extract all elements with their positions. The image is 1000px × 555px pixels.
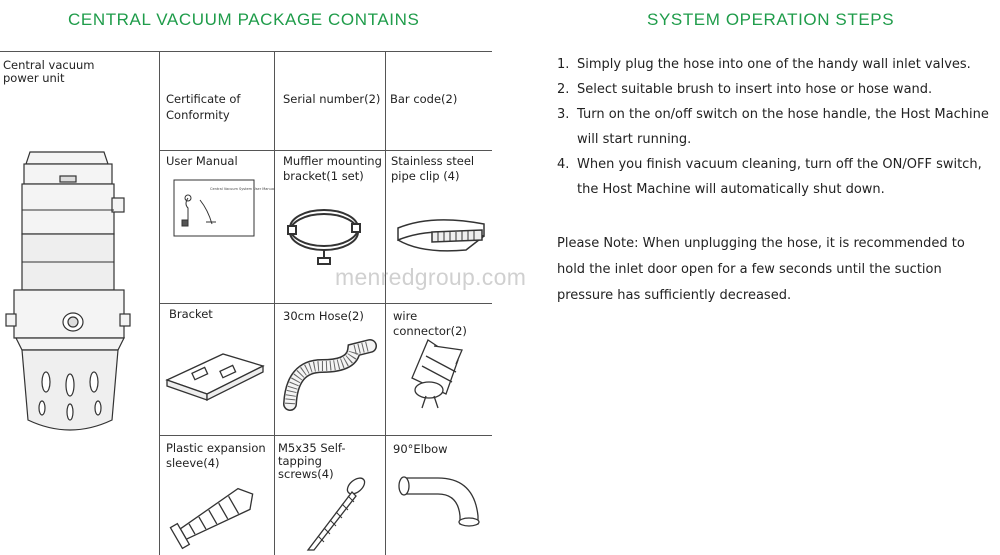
wire-connector-icon (411, 339, 463, 409)
package-contents-title: CENTRAL VACUUM PACKAGE CONTAINS (68, 10, 420, 29)
step-text: Turn on the on/off switch on the hose ha… (577, 107, 989, 147)
table-col-divider (385, 51, 386, 555)
item-label: Bar code(2) (390, 92, 458, 106)
step-text: Simply plug the hose into one of the han… (577, 57, 971, 72)
item-label: 30cm Hose(2) (283, 309, 364, 323)
item-label: Stainless steel pipe clip (4) (391, 154, 475, 183)
screw-icon (306, 477, 366, 551)
operation-steps-list: 1. Simply plug the hose into one of the … (557, 52, 997, 202)
item-label: Serial number(2) (283, 92, 381, 106)
muffler-bracket-icon (287, 209, 361, 265)
user-manual-icon: Central Vacuum System User Manual (173, 179, 275, 237)
step-item: 4. When you finish vacuum cleaning, turn… (557, 152, 997, 202)
power-unit-label: Central vacuum power unit (3, 58, 95, 85)
operation-steps-title: SYSTEM OPERATION STEPS (647, 10, 895, 29)
table-row-divider (160, 303, 492, 304)
table-row-divider (160, 150, 492, 151)
item-label: Plastic expansion sleeve(4) (166, 441, 266, 470)
vacuum-power-unit-illustration (5, 151, 131, 431)
step-text: Select suitable brush to insert into hos… (577, 82, 933, 97)
step-text: When you finish vacuum cleaning, turn of… (577, 157, 982, 197)
step-item: 1. Simply plug the hose into one of the … (557, 52, 997, 77)
table-col-divider (274, 51, 275, 555)
item-label: 90°Elbow (393, 442, 448, 456)
table-col-divider (159, 51, 160, 555)
item-label: wire connector(2) (393, 309, 467, 338)
item-label: M5x35 Self-tapping screws(4) (278, 441, 346, 481)
step-item: 3. Turn on the on/off switch on the hose… (557, 102, 997, 152)
please-note-text: Please Note: When unplugging the hose, i… (557, 236, 965, 303)
step-number: 3. (557, 107, 570, 122)
item-label: User Manual (166, 154, 238, 168)
step-number: 4. (557, 157, 570, 172)
step-item: 2. Select suitable brush to insert into … (557, 77, 997, 102)
pipe-clip-icon (397, 219, 485, 252)
step-number: 1. (557, 57, 570, 72)
bracket-icon (165, 353, 265, 402)
expansion-sleeve-icon (169, 487, 254, 550)
elbow-icon (398, 476, 480, 527)
table-top-border (0, 51, 492, 52)
step-number: 2. (557, 82, 570, 97)
item-label: Certificate of Conformity (166, 92, 241, 122)
table-row-divider (160, 435, 492, 436)
hose-icon (283, 339, 377, 411)
watermark: menredgroup.com (335, 264, 527, 290)
item-label: Muffler mounting bracket(1 set) (283, 154, 382, 183)
item-label: Bracket (169, 307, 213, 321)
manual-cover-text: Central Vacuum System User Manual (210, 187, 275, 191)
